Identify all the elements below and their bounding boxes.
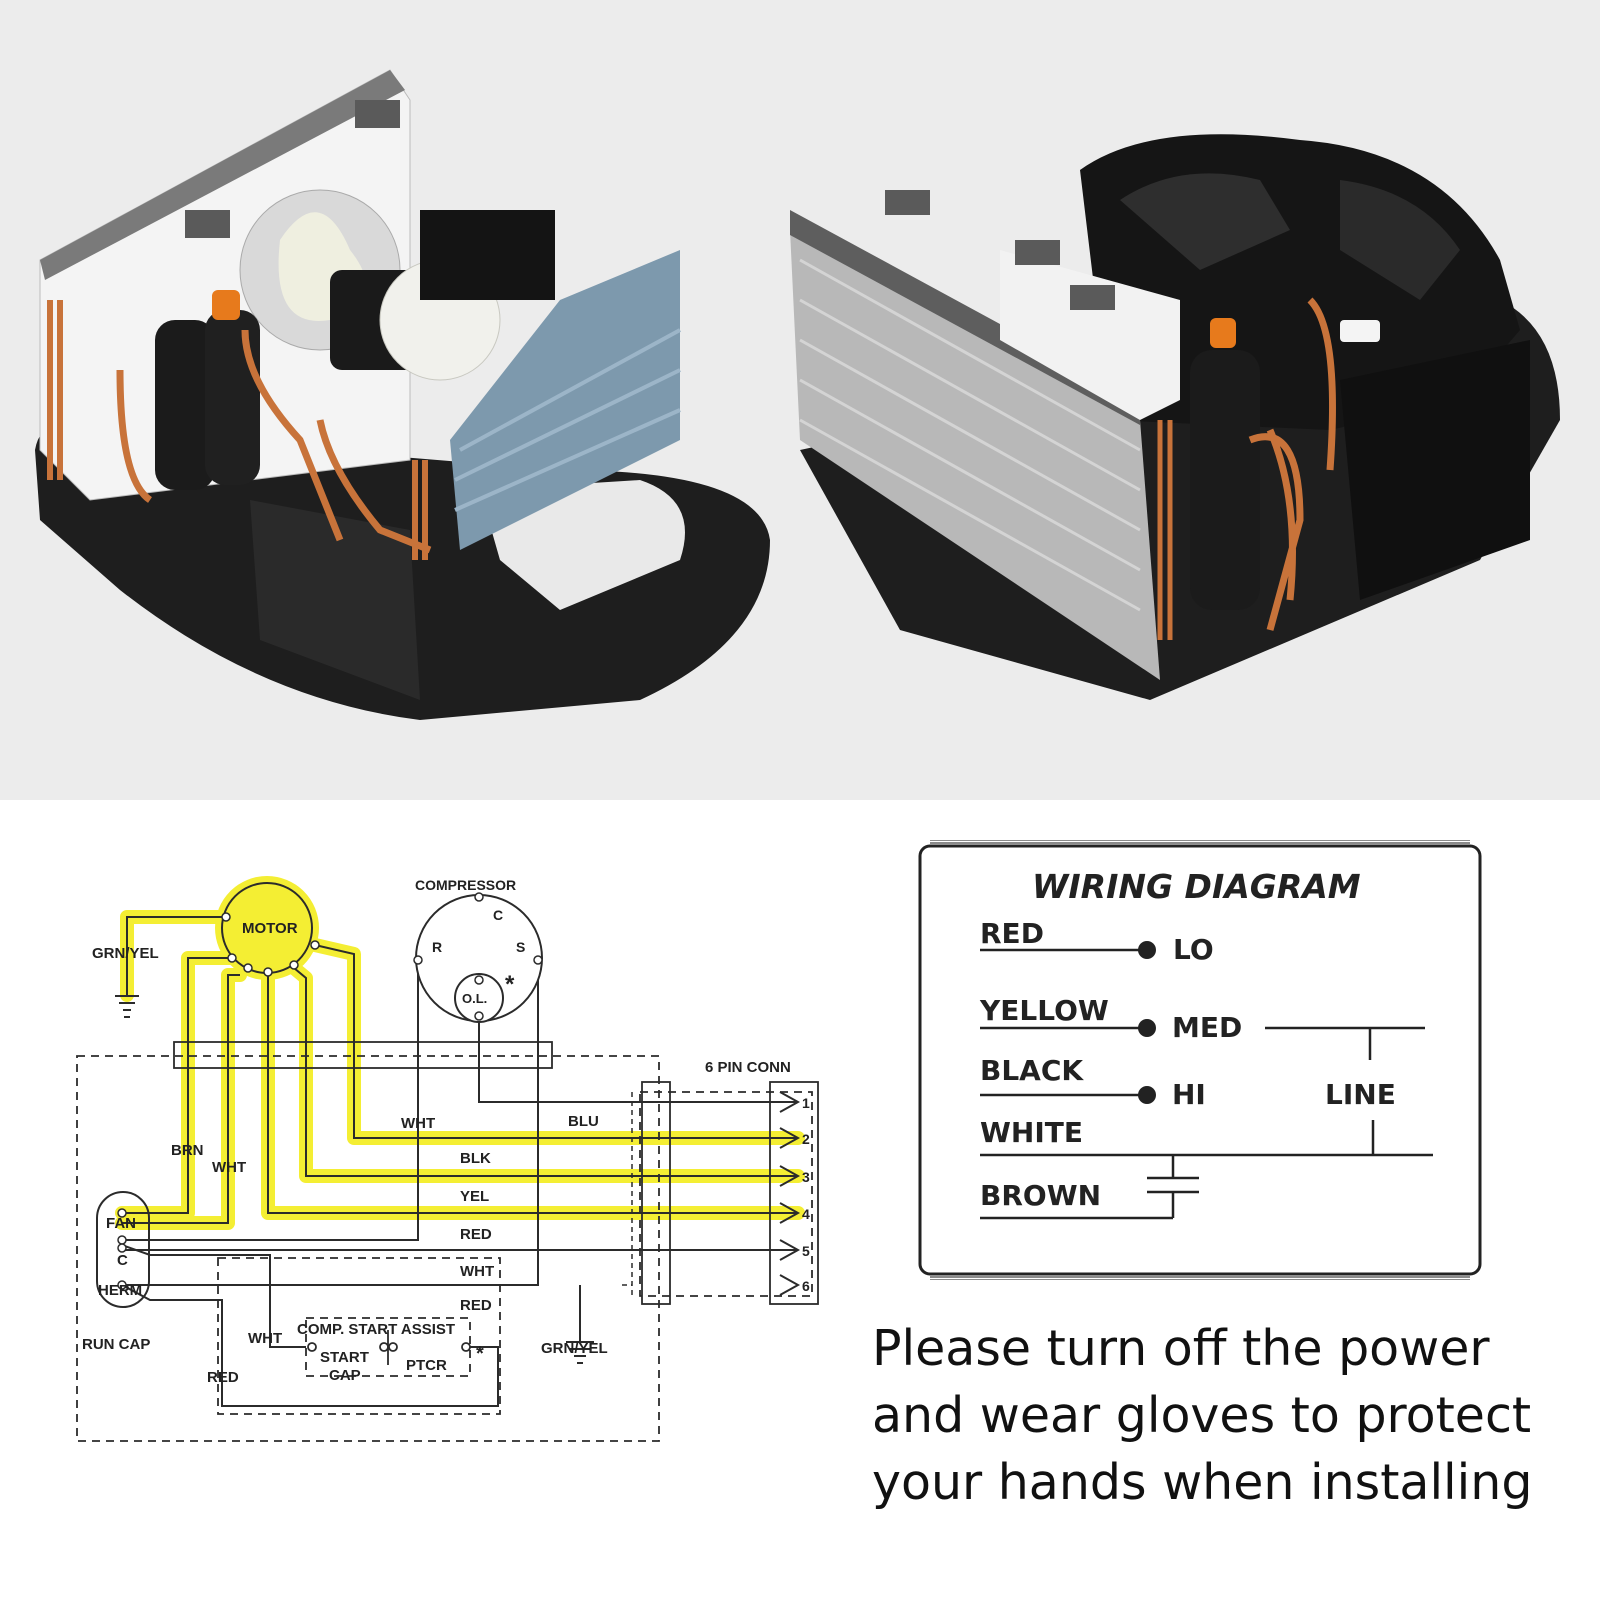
- line-label: LINE: [1325, 1078, 1396, 1111]
- warning-line: Please turn off the power: [872, 1320, 1490, 1377]
- wht-left-label: WHT: [212, 1159, 246, 1176]
- motor-symbol: MOTOR: [221, 882, 320, 977]
- red-wire-label: RED: [980, 917, 1044, 950]
- fan-label: FAN: [106, 1215, 136, 1232]
- grn-yel-top-label: GRN/YEL: [92, 945, 159, 962]
- terminal-r-label: R: [432, 939, 442, 955]
- red-bottom-label: RED: [460, 1297, 492, 1314]
- yellow-wire-label: YELLOW: [979, 994, 1109, 1027]
- pin-label: 5: [802, 1243, 810, 1259]
- pin-label: 1: [802, 1095, 810, 1111]
- grn-yel-bottom-label: GRN/YEL: [541, 1340, 608, 1357]
- safety-warning: Please turn off the power and wear glove…: [872, 1315, 1572, 1516]
- red-lower-label: RED: [207, 1369, 239, 1386]
- compressor-label: COMPRESSOR: [415, 877, 516, 893]
- lo-label: LO: [1173, 933, 1214, 966]
- ac-unit-photo-right: [790, 134, 1560, 700]
- wht-line-label: WHT: [460, 1263, 494, 1280]
- blk-label: BLK: [460, 1150, 491, 1167]
- cap-c-label: C: [117, 1252, 128, 1269]
- white-wire-label: WHITE: [980, 1116, 1083, 1149]
- wires: [115, 916, 801, 1407]
- wiring-diagram-title: WIRING DIAGRAM: [1032, 867, 1361, 906]
- pin-label: 4: [802, 1206, 810, 1222]
- start-assist-components: [307, 1330, 471, 1365]
- terminal-s-label: S: [516, 939, 525, 955]
- brown-wire-label: BROWN: [980, 1179, 1101, 1212]
- dashed-enclosures: [76, 1055, 813, 1442]
- ptcr-asterisk: *: [476, 1343, 484, 1365]
- blu-label: BLU: [568, 1113, 599, 1130]
- pin-label: 3: [802, 1169, 810, 1185]
- herm-label: HERM: [98, 1282, 142, 1299]
- run-cap-label: RUN CAP: [82, 1336, 150, 1353]
- ac-unit-photo-left: [35, 69, 770, 720]
- brn-label: BRN: [171, 1142, 204, 1159]
- motor-label: MOTOR: [242, 920, 298, 937]
- warning-line: and wear gloves to protect: [872, 1387, 1532, 1444]
- run-cap-symbol: [96, 1191, 150, 1308]
- cap-label: CAP: [329, 1367, 361, 1384]
- warning-line: your hands when installing: [872, 1454, 1533, 1511]
- wiring-schematic: MOTOR COMPRESSOR C R S O.L. *: [0, 800, 850, 1600]
- overload-label: O.L.: [462, 991, 487, 1006]
- wiring-diagram-card: WIRING DIAGRAM RED LO YELLOW MED BLACK H…: [915, 839, 1485, 1281]
- black-wire-label: BLACK: [980, 1054, 1084, 1087]
- med-label: MED: [1172, 1011, 1242, 1044]
- comp-start-assist-label: COMP. START ASSIST: [297, 1321, 455, 1338]
- connector-pins-housing: [769, 1081, 819, 1305]
- wht-lower-label: WHT: [248, 1330, 282, 1347]
- compressor-symbol: COMPRESSOR C R S O.L. *: [413, 877, 543, 1023]
- wht-mid-label: WHT: [401, 1115, 435, 1132]
- pin-label: 2: [802, 1131, 810, 1147]
- wire-bundle-clip: [173, 1041, 553, 1069]
- start-label: START: [320, 1349, 369, 1366]
- yel-label: YEL: [460, 1188, 489, 1205]
- red-line-label: RED: [460, 1226, 492, 1243]
- compressor-asterisk: *: [505, 971, 515, 998]
- hi-label: HI: [1172, 1078, 1206, 1111]
- connector-title: 6 PIN CONN: [705, 1059, 791, 1076]
- connector-housing: [641, 1081, 671, 1305]
- product-photos: [0, 0, 1600, 800]
- ptcr-label: PTCR: [406, 1357, 447, 1374]
- pin-label: 6: [802, 1278, 810, 1294]
- terminal-c-label: C: [493, 907, 503, 923]
